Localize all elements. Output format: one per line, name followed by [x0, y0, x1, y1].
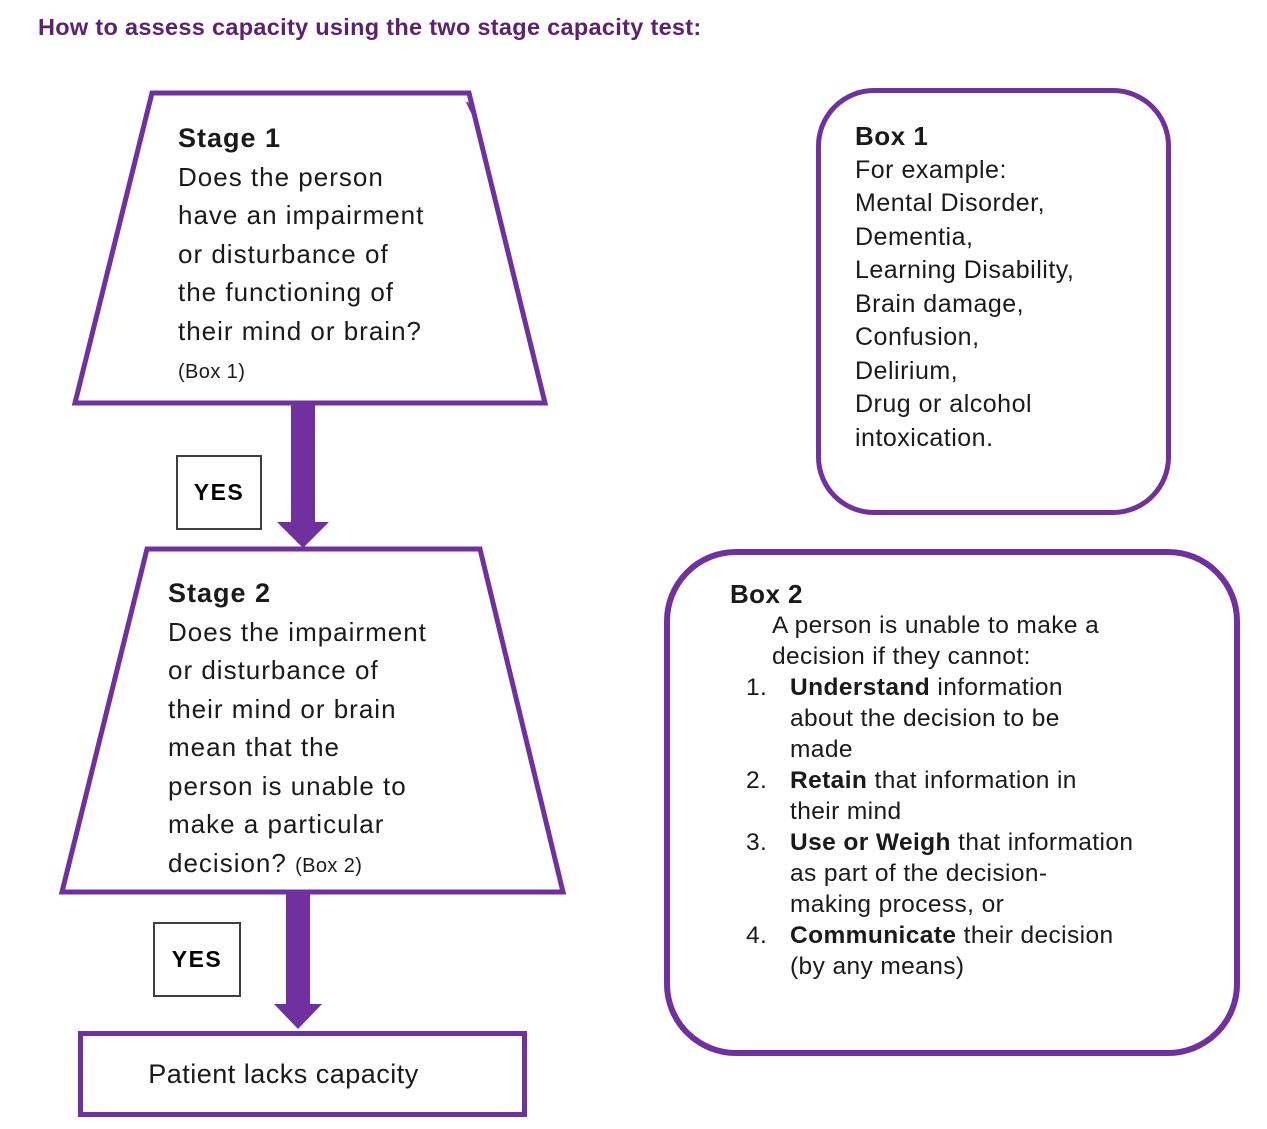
text-segment: Communicate — [790, 922, 957, 949]
stage2-trapezoid — [58, 546, 567, 895]
text-line: Communicate their decision — [790, 920, 1234, 951]
text-line: For example: — [855, 155, 1007, 184]
box2-intro: A person is unable to make a decision if … — [772, 610, 1234, 672]
page-title: How to assess capacity using the two sta… — [38, 14, 702, 40]
list-number: 2. — [746, 767, 768, 794]
text-line: about the decision to be — [790, 705, 1060, 732]
text-segment: Understand — [790, 674, 931, 701]
text-line: Brain damage, — [855, 289, 1025, 318]
text-line: person is unable to — [168, 770, 407, 801]
text-line: their mind or brain — [168, 693, 397, 724]
text-line: Retain that information in — [790, 765, 1234, 796]
box1-heading: Box 1 — [855, 121, 929, 151]
text-line: Understand information — [790, 672, 1234, 703]
text-line: decision? (Box 2) — [168, 844, 427, 886]
box2-heading: Box 2 — [730, 579, 803, 609]
text-segment: that information in — [867, 767, 1077, 794]
text-line: Mental Disorder, — [855, 189, 1046, 217]
text-line: mean that the — [168, 732, 340, 762]
text-segment: (Box 1) — [178, 361, 246, 383]
text-line: the functioning of — [178, 277, 395, 307]
yes-label-box-2: YES — [153, 922, 241, 997]
text-line: as part of the decision- — [790, 860, 1048, 887]
yes-label-1: YES — [193, 479, 245, 505]
text-line: decision if they cannot: — [772, 643, 1031, 670]
stage1-corner-mark — [466, 101, 475, 118]
text-line: Does the impairment — [168, 616, 427, 647]
box1-callout: Box 1 For example: Mental Disorder, Dement… — [816, 88, 1171, 515]
list-number: 3. — [746, 829, 768, 856]
text-line: or disturbance of — [178, 238, 389, 269]
list-item: 4.Communicate their decision(by any mean… — [670, 920, 1234, 982]
stage1-trapezoid — [71, 90, 549, 406]
text-line: Learning Disability, — [855, 256, 1075, 284]
text-line: have an impairment — [178, 200, 425, 230]
text-line: Dementia, — [855, 222, 974, 251]
stage1-question: Stage 1 Does the person have an impairmen… — [178, 119, 424, 392]
patient-lacks-capacity-box: Patient lacks capacity — [78, 1031, 527, 1117]
stage2-heading: Stage 2 — [168, 578, 272, 608]
text-line: made — [790, 736, 853, 763]
text-line: Use or Weigh that information — [790, 827, 1234, 858]
text-line: (by any means) — [790, 953, 965, 980]
box2-callout: Box 2 A person is unable to make a decisi… — [664, 549, 1240, 1056]
stage1-heading: Stage 1 — [178, 123, 282, 153]
text-line: intoxication. — [855, 423, 994, 452]
text-segment: their decision — [956, 922, 1114, 949]
text-line: Does the person — [178, 161, 384, 192]
text-line: their mind or brain? — [178, 315, 422, 346]
text-line: Delirium, — [855, 356, 959, 385]
text-segment: Use or Weigh — [790, 829, 951, 856]
text-line: Drug or alcohol — [855, 390, 1033, 418]
text-segment: decision? — [168, 847, 296, 878]
list-number: 4. — [746, 922, 768, 949]
text-line: making process, or — [790, 891, 1005, 918]
text-line: (Box 1) — [178, 350, 424, 392]
yes-label-box-1: YES — [176, 455, 262, 530]
text-line: Confusion, — [855, 323, 980, 351]
text-line: A person is unable to make a — [772, 612, 1100, 639]
list-number: 1. — [746, 674, 768, 701]
stage2-lines: Does the impairment or disturbance of thei… — [168, 613, 427, 886]
yes-label-2: YES — [171, 946, 223, 972]
text-line: their mind — [790, 798, 902, 825]
text-segment: that information — [950, 829, 1134, 856]
text-segment: Retain — [790, 767, 868, 794]
text-segment: (Box 2) — [295, 854, 363, 877]
stage1-lines: Does the person have an impairment or dist… — [178, 158, 424, 392]
result-label: Patient lacks capacity — [148, 1058, 419, 1089]
flow-arrow-down-2 — [274, 892, 322, 1029]
stage2-question: Stage 2 Does the impairment or disturbanc… — [168, 574, 427, 885]
text-line: make a particular — [168, 809, 385, 839]
box1-lines: For example: Mental Disorder, Dementia, Lea… — [855, 154, 1156, 456]
text-segment: information — [930, 674, 1063, 701]
flow-arrow-down-1 — [277, 403, 329, 548]
text-line: or disturbance of — [168, 655, 379, 685]
